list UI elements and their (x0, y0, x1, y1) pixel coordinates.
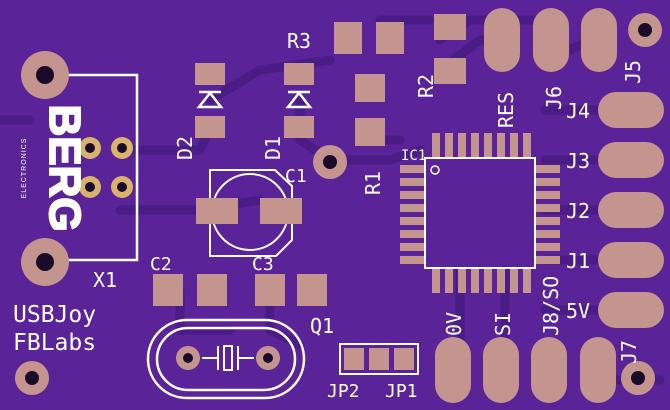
board-title: USBJoy (13, 302, 96, 328)
label-j6: J6 (542, 86, 566, 110)
pad-si (483, 337, 519, 403)
board-subtitle: FBLabs (13, 330, 96, 356)
crystal-q1 (146, 318, 306, 400)
berg-logo: BERG (39, 103, 90, 232)
label-j8so: J8/SO (539, 276, 563, 336)
label-j7: J7 (617, 340, 641, 364)
mount-hole-bottom-right (621, 361, 655, 395)
label-jp1: JP1 (385, 381, 418, 402)
mount-hole-top-right (628, 13, 662, 47)
r3-pad-left (334, 22, 362, 54)
label-r1: R1 (361, 171, 385, 195)
r1-pad-bottom (355, 118, 385, 146)
label-j2: J2 (566, 199, 590, 223)
r3-pad-right (376, 22, 404, 54)
pad-0v (435, 337, 471, 403)
mount-hole-bottom-left (15, 361, 49, 395)
label-c1: C1 (285, 166, 307, 187)
label-d2: D2 (173, 136, 197, 160)
label-0v: 0V (442, 312, 466, 336)
label-r3: R3 (287, 29, 311, 53)
usb-pins (79, 137, 133, 198)
via-c1 (313, 145, 347, 179)
berg-logo-text: BERG (40, 104, 89, 231)
diode-d2 (195, 63, 225, 138)
c3-pad-left (255, 274, 285, 306)
c2-pad-right (197, 274, 227, 306)
pad-j1 (598, 242, 664, 278)
pad-j6 (533, 8, 569, 72)
capacitor-c1 (196, 169, 302, 257)
label-res: RES (494, 92, 518, 128)
label-jp2: JP2 (327, 381, 360, 402)
pad-j2 (598, 192, 664, 228)
label-j1: J1 (566, 249, 590, 273)
r1-pad-top (355, 74, 385, 102)
berg-logo-sub: ELECTRONICS (21, 138, 28, 199)
pad-j3 (598, 142, 664, 178)
pad-5v (598, 292, 664, 328)
label-c2: C2 (150, 254, 172, 275)
berg-logo-subtext: ELECTRONICS (21, 138, 28, 199)
label-5v: 5V (566, 299, 590, 323)
c2-pad-left (153, 274, 183, 306)
jumper-block (339, 343, 419, 375)
pad-j8so (531, 337, 567, 403)
pad-j7 (580, 337, 616, 403)
label-j3: J3 (566, 149, 590, 173)
pad-res (484, 8, 520, 72)
diode-d1 (284, 63, 314, 138)
ic1-chip (400, 133, 560, 293)
r2-pad-top (434, 14, 466, 40)
label-ic1: IC1 (401, 148, 426, 164)
label-d1: D1 (261, 136, 285, 160)
usb-connector-outline (62, 73, 139, 262)
label-j5: J5 (621, 60, 645, 84)
pad-j4 (598, 92, 664, 128)
label-c3: C3 (252, 254, 274, 275)
usb-mount-hole-bottom (21, 238, 69, 286)
label-r2: R2 (414, 74, 438, 98)
c3-pad-right (297, 274, 327, 306)
usb-mount-hole-top (21, 51, 69, 99)
label-x1: X1 (93, 268, 117, 292)
r2-pad-bottom (434, 58, 466, 84)
label-si: SI (491, 312, 515, 336)
label-j4: J4 (566, 99, 590, 123)
pad-j5 (581, 8, 617, 72)
label-q1: Q1 (310, 314, 334, 338)
